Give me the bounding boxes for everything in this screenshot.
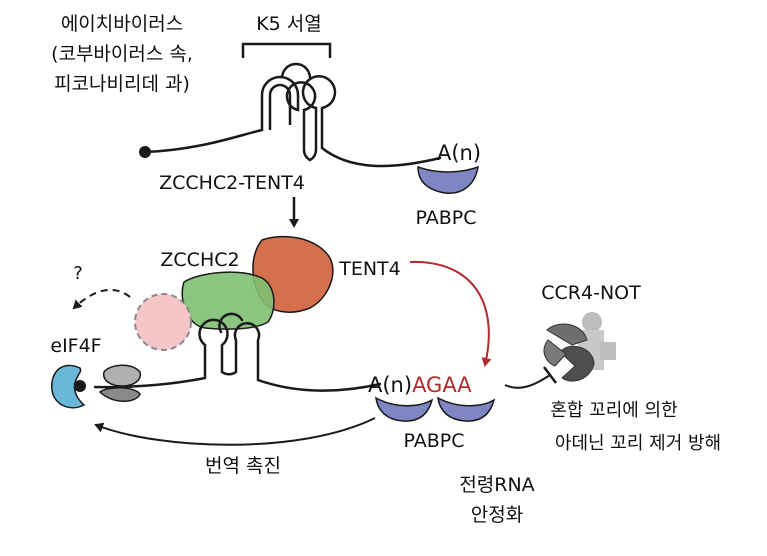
ccr4-not-complex [543,312,616,382]
bottom-rna-strand [93,312,382,392]
inhibition-bar [543,366,557,384]
tail-agaa: AGAA [412,373,472,397]
ribosome-small [102,364,142,387]
ccr4-not-label: CCR4-NOT [541,282,641,304]
virus-name-line3: 피코나비리데 과) [54,73,190,95]
bottom-pabpc-protein-1 [375,396,434,422]
hypothetical-arrow [72,289,131,310]
tent4-label: TENT4 [338,258,401,280]
tent4-activity-arrow [409,260,492,367]
inhibition-line [504,374,551,389]
top-pabpc-protein [417,165,479,194]
bottom-5prime-cap-dot [74,380,86,392]
bottom-pabpc-protein-2 [437,396,496,422]
virus-name-line1: 에이치바이러스 [61,13,183,35]
inhibition-text-line1: 혼합 꼬리에 의한 [550,400,677,421]
translation-label: 번역 촉진 [205,455,281,477]
translation-arrow [94,417,376,446]
top-stem-loop-1 [268,83,292,130]
question-mark: ? [73,263,83,284]
top-5prime-cap-dot [139,146,151,158]
k5-sequence-label: K5 서열 [256,13,322,35]
unknown-protein-ghost [134,293,192,351]
top-rna-strand [143,75,442,168]
eif4f-label: eIF4F [50,335,101,357]
ribosome-large [98,387,141,402]
top-pabpc-label: PABPC [416,207,477,229]
stabilization-line2: 안정화 [471,504,523,526]
virus-name-line2: (코부바이러스 속, [51,43,193,65]
top-stem-loop-2 [280,62,312,79]
mixed-tail-label: A(n)AGAA [368,373,472,397]
stabilization-line1: 전령RNA [459,474,534,496]
tail-polya: A(n) [368,373,412,397]
complex-label: ZCCHC2-TENT4 [159,172,305,194]
eif4f-protein [51,364,86,409]
top-polya-label: A(n) [437,141,481,165]
bottom-pabpc-label: PABPC [404,430,465,452]
zcchc2-label: ZCCHC2 [160,249,239,271]
inhibition-text-line2: 아데닌 꼬리 제거 방해 [555,433,721,454]
zcchc2-protein [181,271,275,330]
k5-bracket [241,42,332,58]
